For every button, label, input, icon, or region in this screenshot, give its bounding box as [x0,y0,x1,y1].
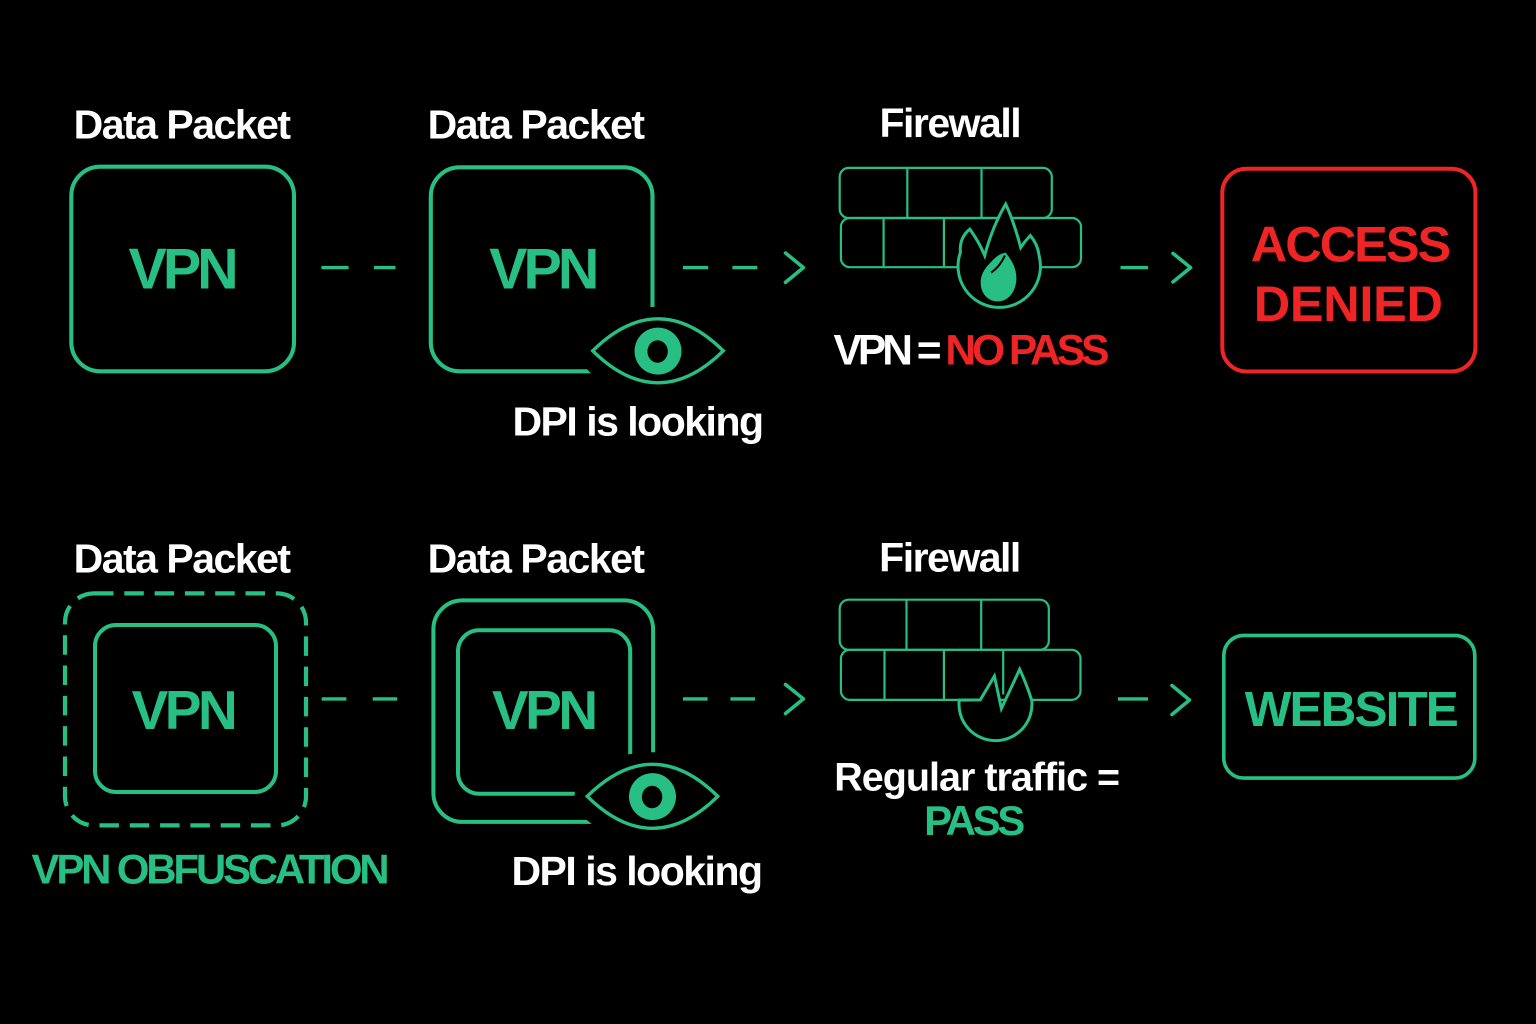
svg-text:Data Packet: Data Packet [428,102,646,148]
svg-text:Data Packet: Data Packet [74,535,292,581]
svg-text:VPN: VPN [492,679,595,741]
svg-text:Firewall: Firewall [879,535,1020,581]
svg-text:WEBSITE: WEBSITE [1245,682,1458,737]
svg-text:VPN: VPN [132,679,235,741]
svg-text:DENIED: DENIED [1254,275,1443,332]
svg-text:Regular traffic =: Regular traffic = [834,756,1119,800]
svg-text:Data Packet: Data Packet [428,535,646,581]
svg-text:DPI is looking: DPI is looking [512,398,762,444]
svg-text:PASS: PASS [924,797,1024,844]
svg-text:VPN: VPN [128,238,235,302]
svg-text:Firewall: Firewall [879,100,1020,146]
svg-text:Data Packet: Data Packet [74,102,292,148]
svg-text:VPN = NO PASS: VPN = NO PASS [834,328,1109,375]
svg-text:ACCESS: ACCESS [1251,215,1450,272]
svg-text:DPI is looking: DPI is looking [511,848,761,894]
svg-text:VPN OBFUSCATION: VPN OBFUSCATION [32,845,388,892]
svg-text:VPN: VPN [489,238,596,302]
